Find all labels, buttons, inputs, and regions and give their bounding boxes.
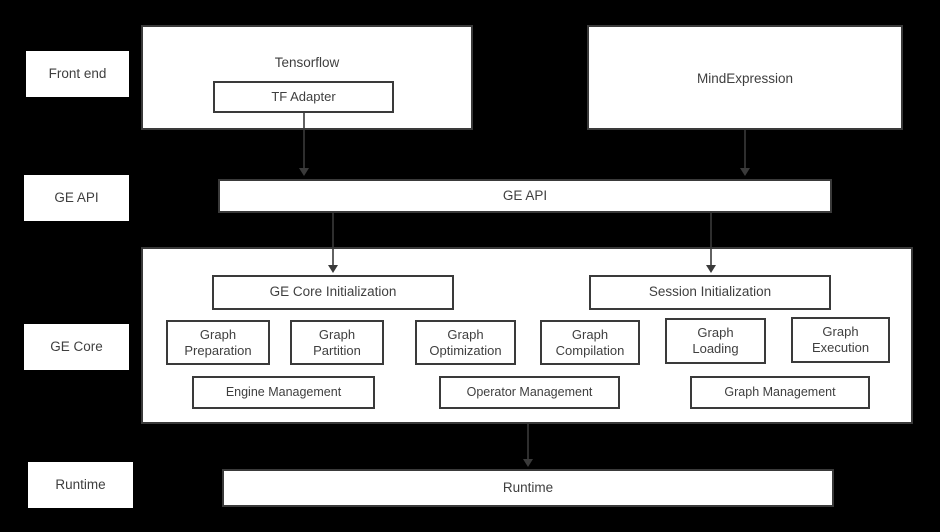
session-initialization-node[interactable]: Session Initialization xyxy=(589,275,831,310)
layer-label-runtime: Runtime xyxy=(28,462,133,508)
layer-label-ge-core: GE Core xyxy=(24,324,129,370)
stage-graph-optimization-label: Graph Optimization xyxy=(429,326,502,358)
stage-graph-preparation[interactable]: Graph Preparation xyxy=(166,320,270,365)
stage-graph-partition[interactable]: Graph Partition xyxy=(290,320,384,365)
layer-label-ge-api-text: GE API xyxy=(54,189,99,205)
ge-api-bar[interactable]: GE API xyxy=(218,179,832,213)
mindexpression-container[interactable]: MindExpression xyxy=(587,25,903,130)
operator-management-label: Operator Management xyxy=(466,385,593,399)
tf-adapter-node[interactable]: TF Adapter xyxy=(213,81,394,113)
mindexpression-label: MindExpression xyxy=(696,71,794,86)
stage-graph-loading-label: Graph Loading xyxy=(692,325,739,356)
ge-core-initialization-node[interactable]: GE Core Initialization xyxy=(212,275,454,310)
layer-label-runtime-text: Runtime xyxy=(55,476,106,492)
stage-graph-optimization[interactable]: Graph Optimization xyxy=(415,320,516,365)
tensorflow-container[interactable]: Tensorflow xyxy=(141,25,473,130)
tf-adapter-label: TF Adapter xyxy=(271,89,336,105)
runtime-bar[interactable]: Runtime xyxy=(222,469,834,507)
stage-graph-partition-label: Graph Partition xyxy=(313,326,361,358)
ge-api-bar-label: GE API xyxy=(502,187,548,203)
tensorflow-label: Tensorflow xyxy=(274,55,340,70)
operator-management-node[interactable]: Operator Management xyxy=(439,376,620,409)
stage-graph-preparation-label: Graph Preparation xyxy=(184,326,252,358)
stage-graph-compilation[interactable]: Graph Compilation xyxy=(540,320,640,365)
layer-label-ge-api: GE API xyxy=(24,175,129,221)
stage-graph-execution[interactable]: Graph Execution xyxy=(791,317,890,363)
stage-graph-execution-label: Graph Execution xyxy=(811,324,870,355)
engine-management-label: Engine Management xyxy=(225,385,342,399)
stage-graph-compilation-label: Graph Compilation xyxy=(555,326,625,358)
ge-core-initialization-label: GE Core Initialization xyxy=(269,284,397,300)
layer-label-front-end-text: Front end xyxy=(48,65,107,81)
graph-management-node[interactable]: Graph Management xyxy=(690,376,870,409)
runtime-bar-label: Runtime xyxy=(502,479,554,495)
layer-label-front-end: Front end xyxy=(26,51,129,97)
engine-management-node[interactable]: Engine Management xyxy=(192,376,375,409)
stage-graph-loading[interactable]: Graph Loading xyxy=(665,318,766,364)
layer-label-ge-core-text: GE Core xyxy=(50,338,103,354)
graph-management-label: Graph Management xyxy=(724,385,836,399)
session-initialization-label: Session Initialization xyxy=(648,284,772,300)
